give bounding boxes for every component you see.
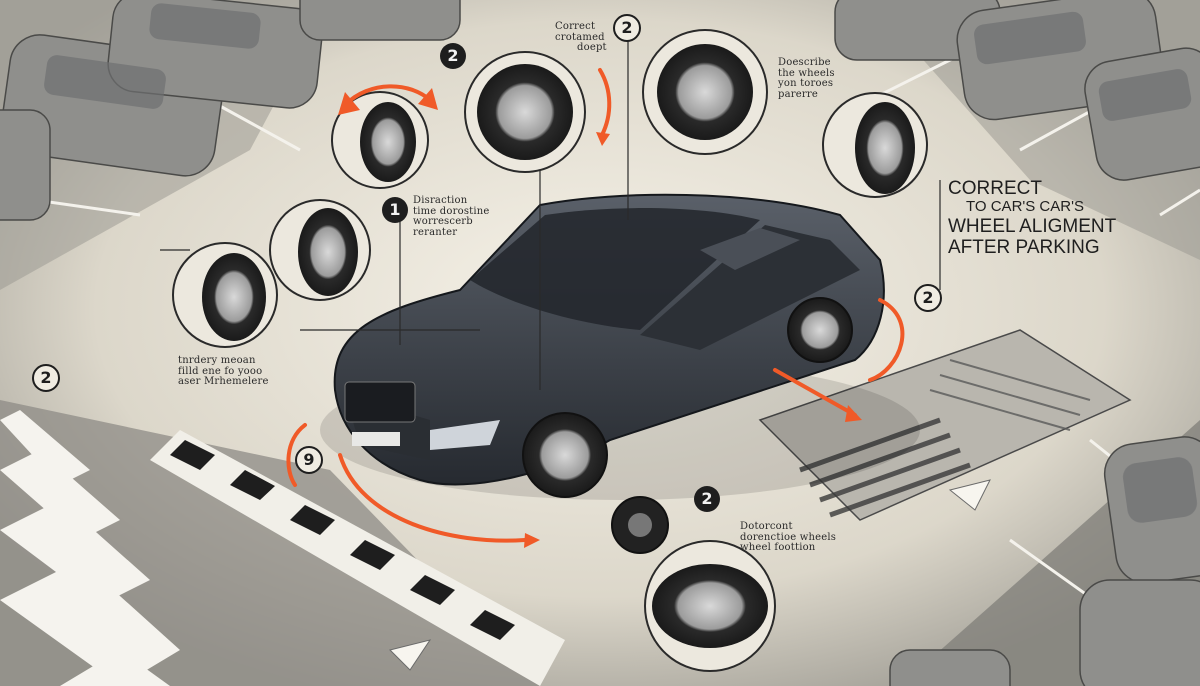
label-line: Doescribe [778, 57, 831, 68]
step-marker-bottom-center: 2 [694, 486, 720, 512]
arrow-heads [338, 88, 862, 548]
label-line: Disraction [413, 195, 468, 206]
label-top-center: Correct crotamed doept [555, 21, 607, 54]
label-line: tnrdery meoan [178, 355, 256, 366]
title-line-2: TO CAR'S CAR'S [966, 198, 1084, 216]
label-line: worrescerb [413, 216, 473, 227]
direction-arrows [286, 68, 905, 543]
label-left-lower: tnrdery meoan filld ene fo yooo aser Mrh… [178, 355, 269, 388]
page-title: CORRECT TO CAR'S CAR'S WHEEL ALIGMENT AF… [948, 178, 1116, 259]
label-line: yon toroes [778, 78, 834, 89]
step-marker-bottom-left: 9 [295, 446, 323, 474]
label-top-right: Doescribe the wheels yon toroes parerre [778, 57, 835, 100]
label-middle-left: Disraction time dorostine worrescerb rer… [413, 195, 490, 238]
pavement-arrows [389, 479, 991, 671]
label-line: crotamed [555, 31, 605, 43]
title-line-4: AFTER PARKING [948, 237, 1100, 259]
label-line: reranter [413, 226, 458, 238]
label-line: Correct [555, 21, 596, 32]
zebra-crossing [0, 410, 180, 686]
tire-callouts [172, 29, 928, 672]
label-line: the wheels [778, 67, 835, 79]
step-marker-far-left: 2 [32, 364, 60, 392]
step-marker-top-left: 2 [440, 43, 466, 69]
label-line: aser Mrhemelere [178, 376, 269, 387]
main-sedan [320, 193, 920, 554]
title-line-3: WHEEL ALIGMENT [948, 216, 1117, 238]
step-marker-right: 2 [914, 284, 942, 312]
label-line: time dorostine [413, 205, 490, 217]
label-line: doept [577, 42, 607, 53]
label-bottom-center: Dotorcont dorenctioe wheels wheel footti… [740, 521, 837, 554]
alignment-plate [758, 329, 1132, 521]
step-marker-top-center: 2 [613, 14, 641, 42]
step-marker-middle-left: 1 [382, 197, 408, 223]
label-line: Dotorcont [740, 521, 793, 532]
parked-car-windows [44, 3, 1198, 523]
label-line: parerre [778, 88, 818, 100]
leader-lines [160, 30, 941, 390]
curb-stripes [150, 430, 565, 686]
label-line: filld ene fo yooo [178, 365, 263, 377]
label-line: wheel foottion [740, 542, 816, 553]
title-line-1: CORRECT [948, 178, 1042, 199]
label-line: dorenctioe wheels [740, 531, 837, 543]
